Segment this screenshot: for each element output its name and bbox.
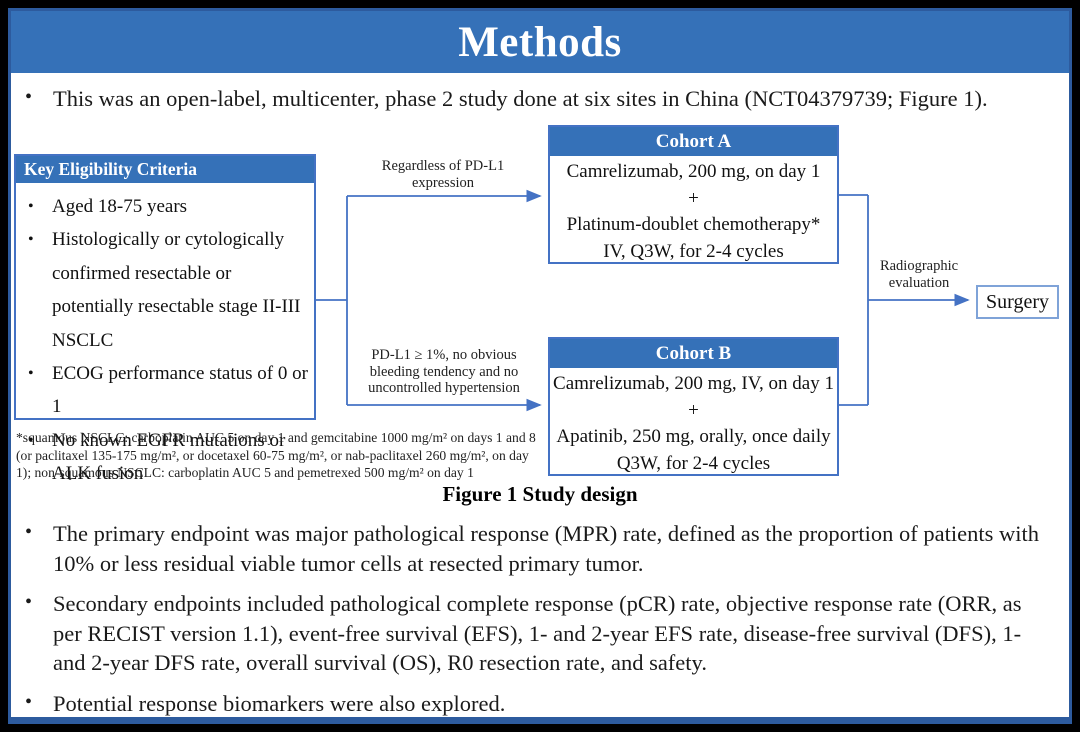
bullet-marker: • bbox=[25, 691, 33, 713]
cohort-a-box: Cohort A Camrelizumab, 200 mg, on day 1 … bbox=[548, 125, 839, 264]
cohort-b-line: Apatinib, 250 mg, orally, once daily bbox=[556, 426, 831, 447]
secondary-endpoints-text: Secondary endpoints included pathologica… bbox=[53, 591, 1022, 676]
bullet-marker: • bbox=[25, 86, 33, 108]
radiographic-evaluation-label: Radiographic evaluation bbox=[879, 258, 959, 291]
eligibility-item: Aged 18-75 years bbox=[26, 190, 308, 224]
cohort-b-body: Camrelizumab, 200 mg, IV, on day 1 + Apa… bbox=[550, 368, 837, 477]
intro-bullet-row: • This was an open-label, multicenter, p… bbox=[25, 84, 1049, 114]
cohort-a-line: IV, Q3W, for 2-4 cycles bbox=[603, 240, 784, 262]
eligibility-criteria-list: Aged 18-75 years Histologically or cytol… bbox=[16, 190, 314, 491]
cohort-a-body: Camrelizumab, 200 mg, on day 1 + Platinu… bbox=[550, 156, 837, 265]
cohort-a-line: Camrelizumab, 200 mg, on day 1 bbox=[566, 161, 821, 182]
cohort-b-line: Camrelizumab, 200 mg, IV, on day 1 bbox=[553, 373, 834, 394]
branch-a-condition-label: Regardless of PD-L1 expression bbox=[381, 158, 505, 191]
cohort-a-header: Cohort A bbox=[550, 127, 837, 156]
methods-slide: Methods • This was an open-label, multic… bbox=[8, 8, 1072, 724]
cohort-a-line: Platinum-doublet chemotherapy* bbox=[566, 214, 821, 235]
surgery-box: Surgery bbox=[976, 285, 1059, 319]
biomarkers-bullet-row: • Potential response biomarkers were als… bbox=[25, 689, 1053, 719]
figure-caption: Figure 1 Study design bbox=[442, 482, 638, 506]
intro-bullet-text: This was an open-label, multicenter, pha… bbox=[53, 86, 988, 111]
secondary-endpoints-bullet-row: • Secondary endpoints included pathologi… bbox=[25, 589, 1053, 678]
biomarkers-text: Potential response biomarkers were also … bbox=[53, 691, 506, 716]
cohort-b-line: Q3W, for 2-4 cycles bbox=[616, 452, 771, 474]
eligibility-criteria-header: Key Eligibility Criteria bbox=[16, 156, 314, 183]
page-title: Methods bbox=[458, 18, 622, 66]
primary-endpoint-bullet-row: • The primary endpoint was major patholo… bbox=[25, 519, 1053, 578]
cohort-a-line: + bbox=[688, 187, 699, 209]
eligibility-item: Histologically or cytologically confirme… bbox=[26, 223, 308, 357]
eligibility-criteria-box: Key Eligibility Criteria Aged 18-75 year… bbox=[14, 154, 316, 484]
title-banner: Methods bbox=[11, 11, 1069, 73]
cohort-b-header: Cohort B bbox=[550, 339, 837, 368]
cohort-b-line: + bbox=[688, 399, 699, 421]
primary-endpoint-text: The primary endpoint was major pathologi… bbox=[53, 521, 1040, 576]
bullet-marker: • bbox=[25, 591, 33, 613]
chemotherapy-footnote: *squamous NSCLC: carboplatin AUC 5 on da… bbox=[16, 430, 536, 481]
eligibility-item: No known EGFR mutations or ALK fusion bbox=[26, 424, 308, 491]
eligibility-item: ECOG performance status of 0 or 1 bbox=[26, 357, 308, 424]
cohort-b-box: Cohort B Camrelizumab, 200 mg, IV, on da… bbox=[548, 337, 839, 476]
bullet-marker: • bbox=[25, 521, 33, 543]
surgery-label: Surgery bbox=[986, 290, 1049, 313]
branch-b-condition-label: PD-L1 ≥ 1%, no obvious bleeding tendency… bbox=[368, 347, 520, 396]
